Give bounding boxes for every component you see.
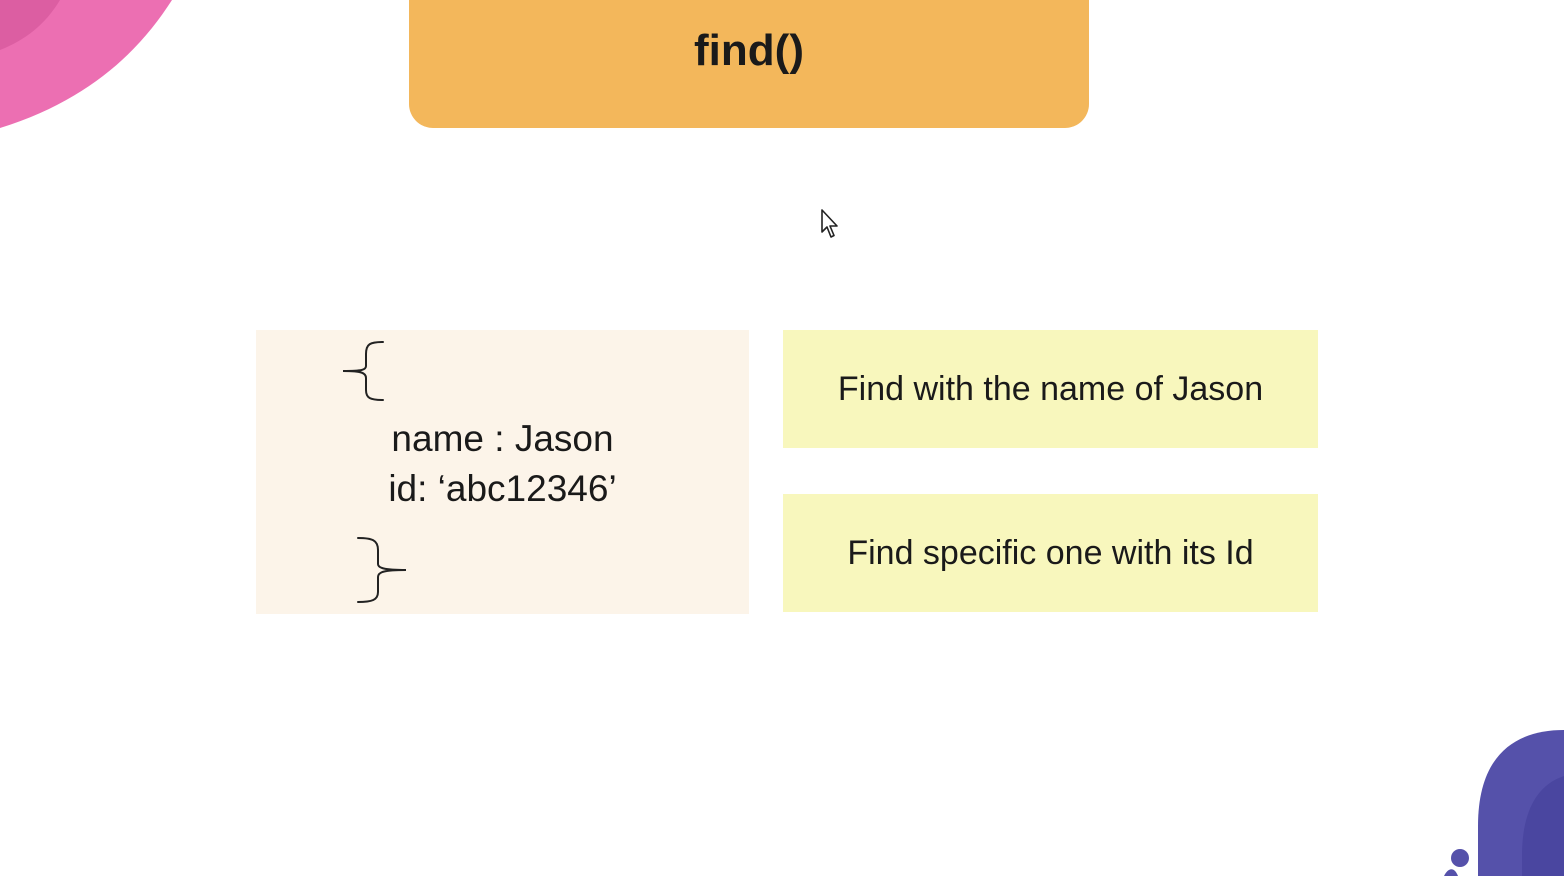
- info-card-find-by-id: Find specific one with its Id: [783, 494, 1318, 612]
- code-line-name: name : Jason: [391, 418, 614, 459]
- mouse-pointer-icon: [821, 209, 838, 238]
- info-card-text: Find with the name of Jason: [837, 369, 1264, 408]
- code-line-id: id: ‘abc12346’: [388, 468, 617, 509]
- decorative-blob-top-left: [0, 0, 172, 128]
- slide-title: find(): [694, 26, 804, 75]
- code-example-box: [256, 330, 749, 614]
- close-brace: [357, 537, 407, 603]
- open-brace: [342, 341, 384, 401]
- info-card-text: Find specific one with its Id: [847, 533, 1254, 572]
- decorative-blob-bottom-right: [1444, 730, 1564, 876]
- info-card-find-by-name: Find with the name of Jason: [783, 330, 1318, 448]
- title-banner: find(): [409, 0, 1089, 128]
